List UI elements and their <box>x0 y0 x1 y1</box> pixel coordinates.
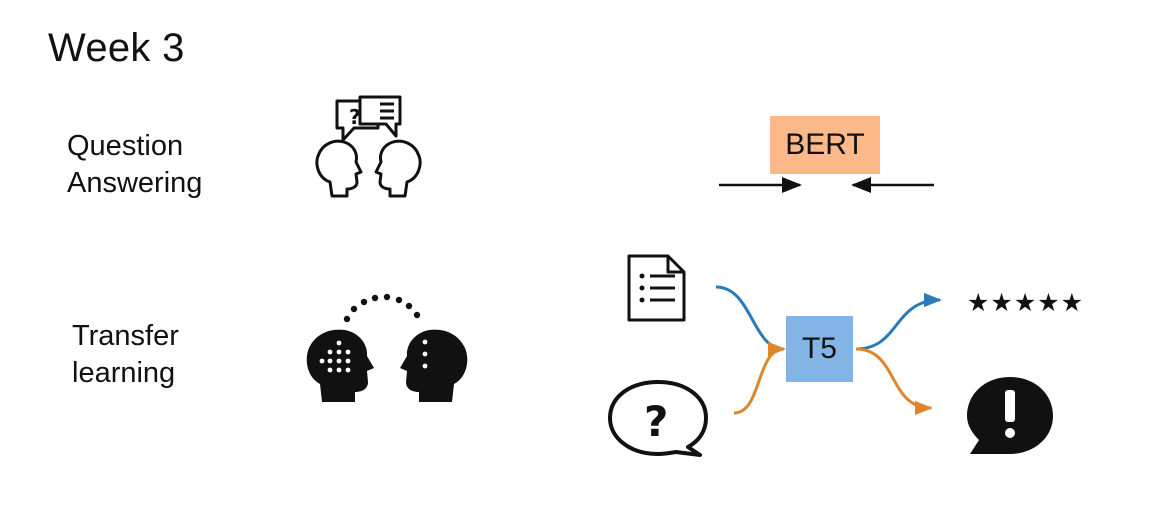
t5-output-curve-top <box>855 292 942 351</box>
question-bubble-icon: ? <box>608 380 708 457</box>
qa-line2: Answering <box>67 167 203 199</box>
two-heads-conversation-icon: ? <box>315 95 422 198</box>
bert-box: BERT <box>770 116 880 174</box>
svg-text:?: ? <box>644 397 668 446</box>
t5-box: T5 <box>786 316 853 382</box>
two-heads-knowledge-transfer-icon <box>306 293 468 402</box>
tl-line1: Transfer <box>72 320 179 352</box>
page-title: Week 3 <box>48 26 185 70</box>
exclamation-bubble-icon <box>967 377 1053 454</box>
t5-output-curve-bottom <box>855 347 933 416</box>
svg-text:?: ? <box>349 105 361 129</box>
transfer-learning-label: Transfer learning <box>72 318 179 392</box>
tl-line2: learning <box>72 357 176 389</box>
t5-input-curve-top <box>715 285 786 357</box>
document-icon <box>627 254 686 322</box>
question-answering-label: Question Answering <box>67 128 202 202</box>
qa-line1: Question <box>67 130 184 162</box>
t5-input-curve-bottom <box>733 341 786 415</box>
star-rating: ★★★★★ <box>967 288 1085 317</box>
